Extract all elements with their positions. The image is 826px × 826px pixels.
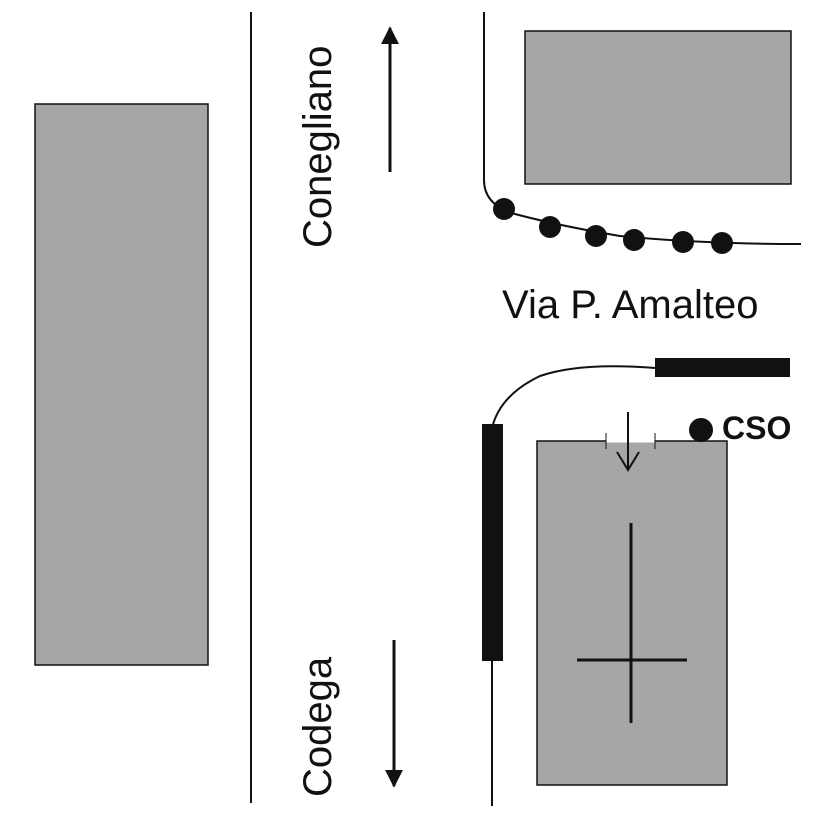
side-street-south-edge [491, 365, 656, 429]
cso-point-icon [689, 418, 713, 442]
wall-east-side [482, 424, 503, 661]
monitoring-points [493, 198, 733, 254]
monitoring-point [672, 231, 694, 253]
wall-street-side [655, 358, 790, 377]
monitoring-point [539, 216, 561, 238]
monitoring-point [711, 232, 733, 254]
south-direction-label: Codega [296, 656, 340, 797]
cross-marker-icon [577, 523, 687, 723]
building-west [34, 103, 209, 666]
monitoring-point [585, 225, 607, 247]
street-name-label: Via P. Amalteo [502, 283, 758, 327]
monitoring-point [493, 198, 515, 220]
monitoring-point [623, 229, 645, 251]
cso-label: CSO [722, 410, 791, 446]
north-direction-label: Conegliano [296, 46, 340, 248]
building-northeast [524, 30, 792, 185]
inlet-flow-arrow-icon [605, 412, 656, 472]
